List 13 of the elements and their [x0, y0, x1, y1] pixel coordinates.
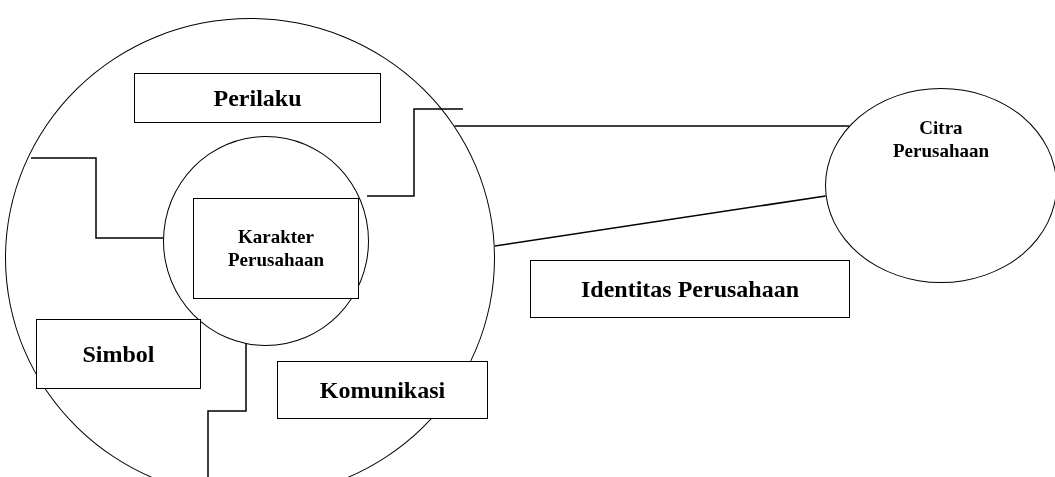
- node-label: Citra Perusahaan: [891, 117, 991, 163]
- node-label: Perilaku: [213, 83, 302, 113]
- node-label: Karakter Perusahaan: [226, 225, 326, 272]
- connector-line: [453, 125, 850, 127]
- label-box: [134, 73, 381, 123]
- node-label: Komunikasi: [319, 375, 446, 405]
- label-box: [277, 361, 488, 419]
- label-box: [36, 319, 201, 389]
- connector-line: [493, 195, 827, 247]
- node-label: Simbol: [82, 339, 155, 369]
- label-box: [193, 198, 359, 299]
- label-box: [530, 260, 850, 318]
- node-label: Identitas Perusahaan: [581, 274, 799, 304]
